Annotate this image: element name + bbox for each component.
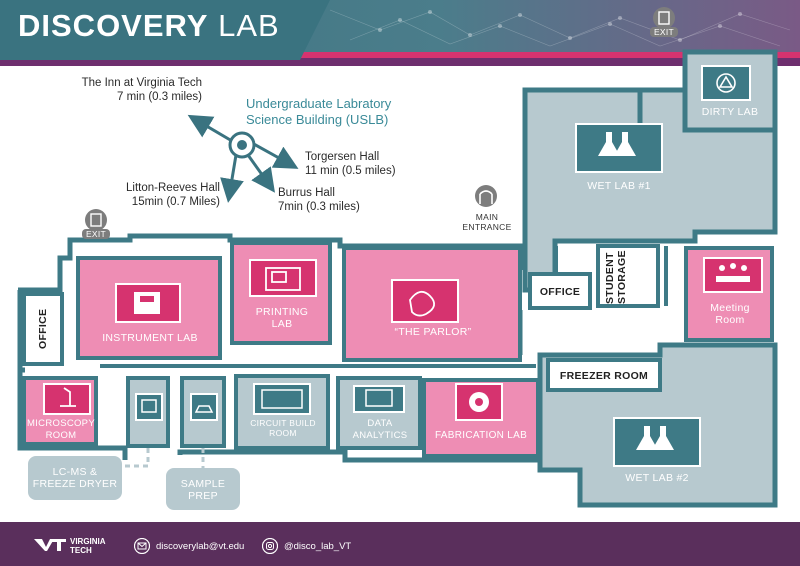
freezer-room-label: FREEZER ROOM xyxy=(559,370,649,382)
office-right-label: OFFICE xyxy=(539,286,581,298)
hands-icon xyxy=(409,290,436,317)
instrument-icon xyxy=(134,292,160,314)
lcms-label: LC-MS &FREEZE DRYER xyxy=(32,466,118,490)
email-icon xyxy=(134,538,150,554)
building-name: Undergraduate Labratory Science Building… xyxy=(246,96,392,127)
freezer-room xyxy=(546,358,662,392)
parlor-label: “THE PARLOR” xyxy=(394,326,472,338)
footer xyxy=(0,522,800,566)
office-left-label: OFFICE xyxy=(37,308,49,350)
exit-label-top: EXIT xyxy=(650,27,678,37)
route-arrows xyxy=(187,114,299,203)
flask-icon xyxy=(598,132,674,450)
monitor-icons xyxy=(141,389,393,413)
instagram-icon xyxy=(262,538,278,554)
exit-label-left: EXIT xyxy=(82,229,110,239)
instrument-lab-label: INSTRUMENT LAB xyxy=(102,332,198,344)
dirty-lab-label: DIRTY LAB xyxy=(701,106,759,118)
office-right-room xyxy=(528,272,592,310)
wet-lab-2-label: WET LAB #2 xyxy=(625,472,689,484)
dirty-lab-icon xyxy=(716,73,736,93)
wet-lab-1-label: WET LAB #1 xyxy=(587,180,651,192)
vt-logo-icon xyxy=(34,539,66,551)
page-title: DISCOVERY LAB xyxy=(18,8,280,43)
fabrication-lab-label: FABRICATION LAB xyxy=(434,430,528,441)
office-left-room xyxy=(22,292,64,366)
email-link[interactable]: discoverylab@vt.edu xyxy=(156,541,245,552)
gear-icon xyxy=(469,392,489,412)
floor-plan xyxy=(17,7,778,510)
meeting-icon xyxy=(716,263,750,282)
instagram-link[interactable]: @disco_lab_VT xyxy=(284,541,352,552)
printer-icon xyxy=(265,267,301,291)
student-storage-room xyxy=(596,244,660,308)
microscope-icon xyxy=(60,387,76,407)
